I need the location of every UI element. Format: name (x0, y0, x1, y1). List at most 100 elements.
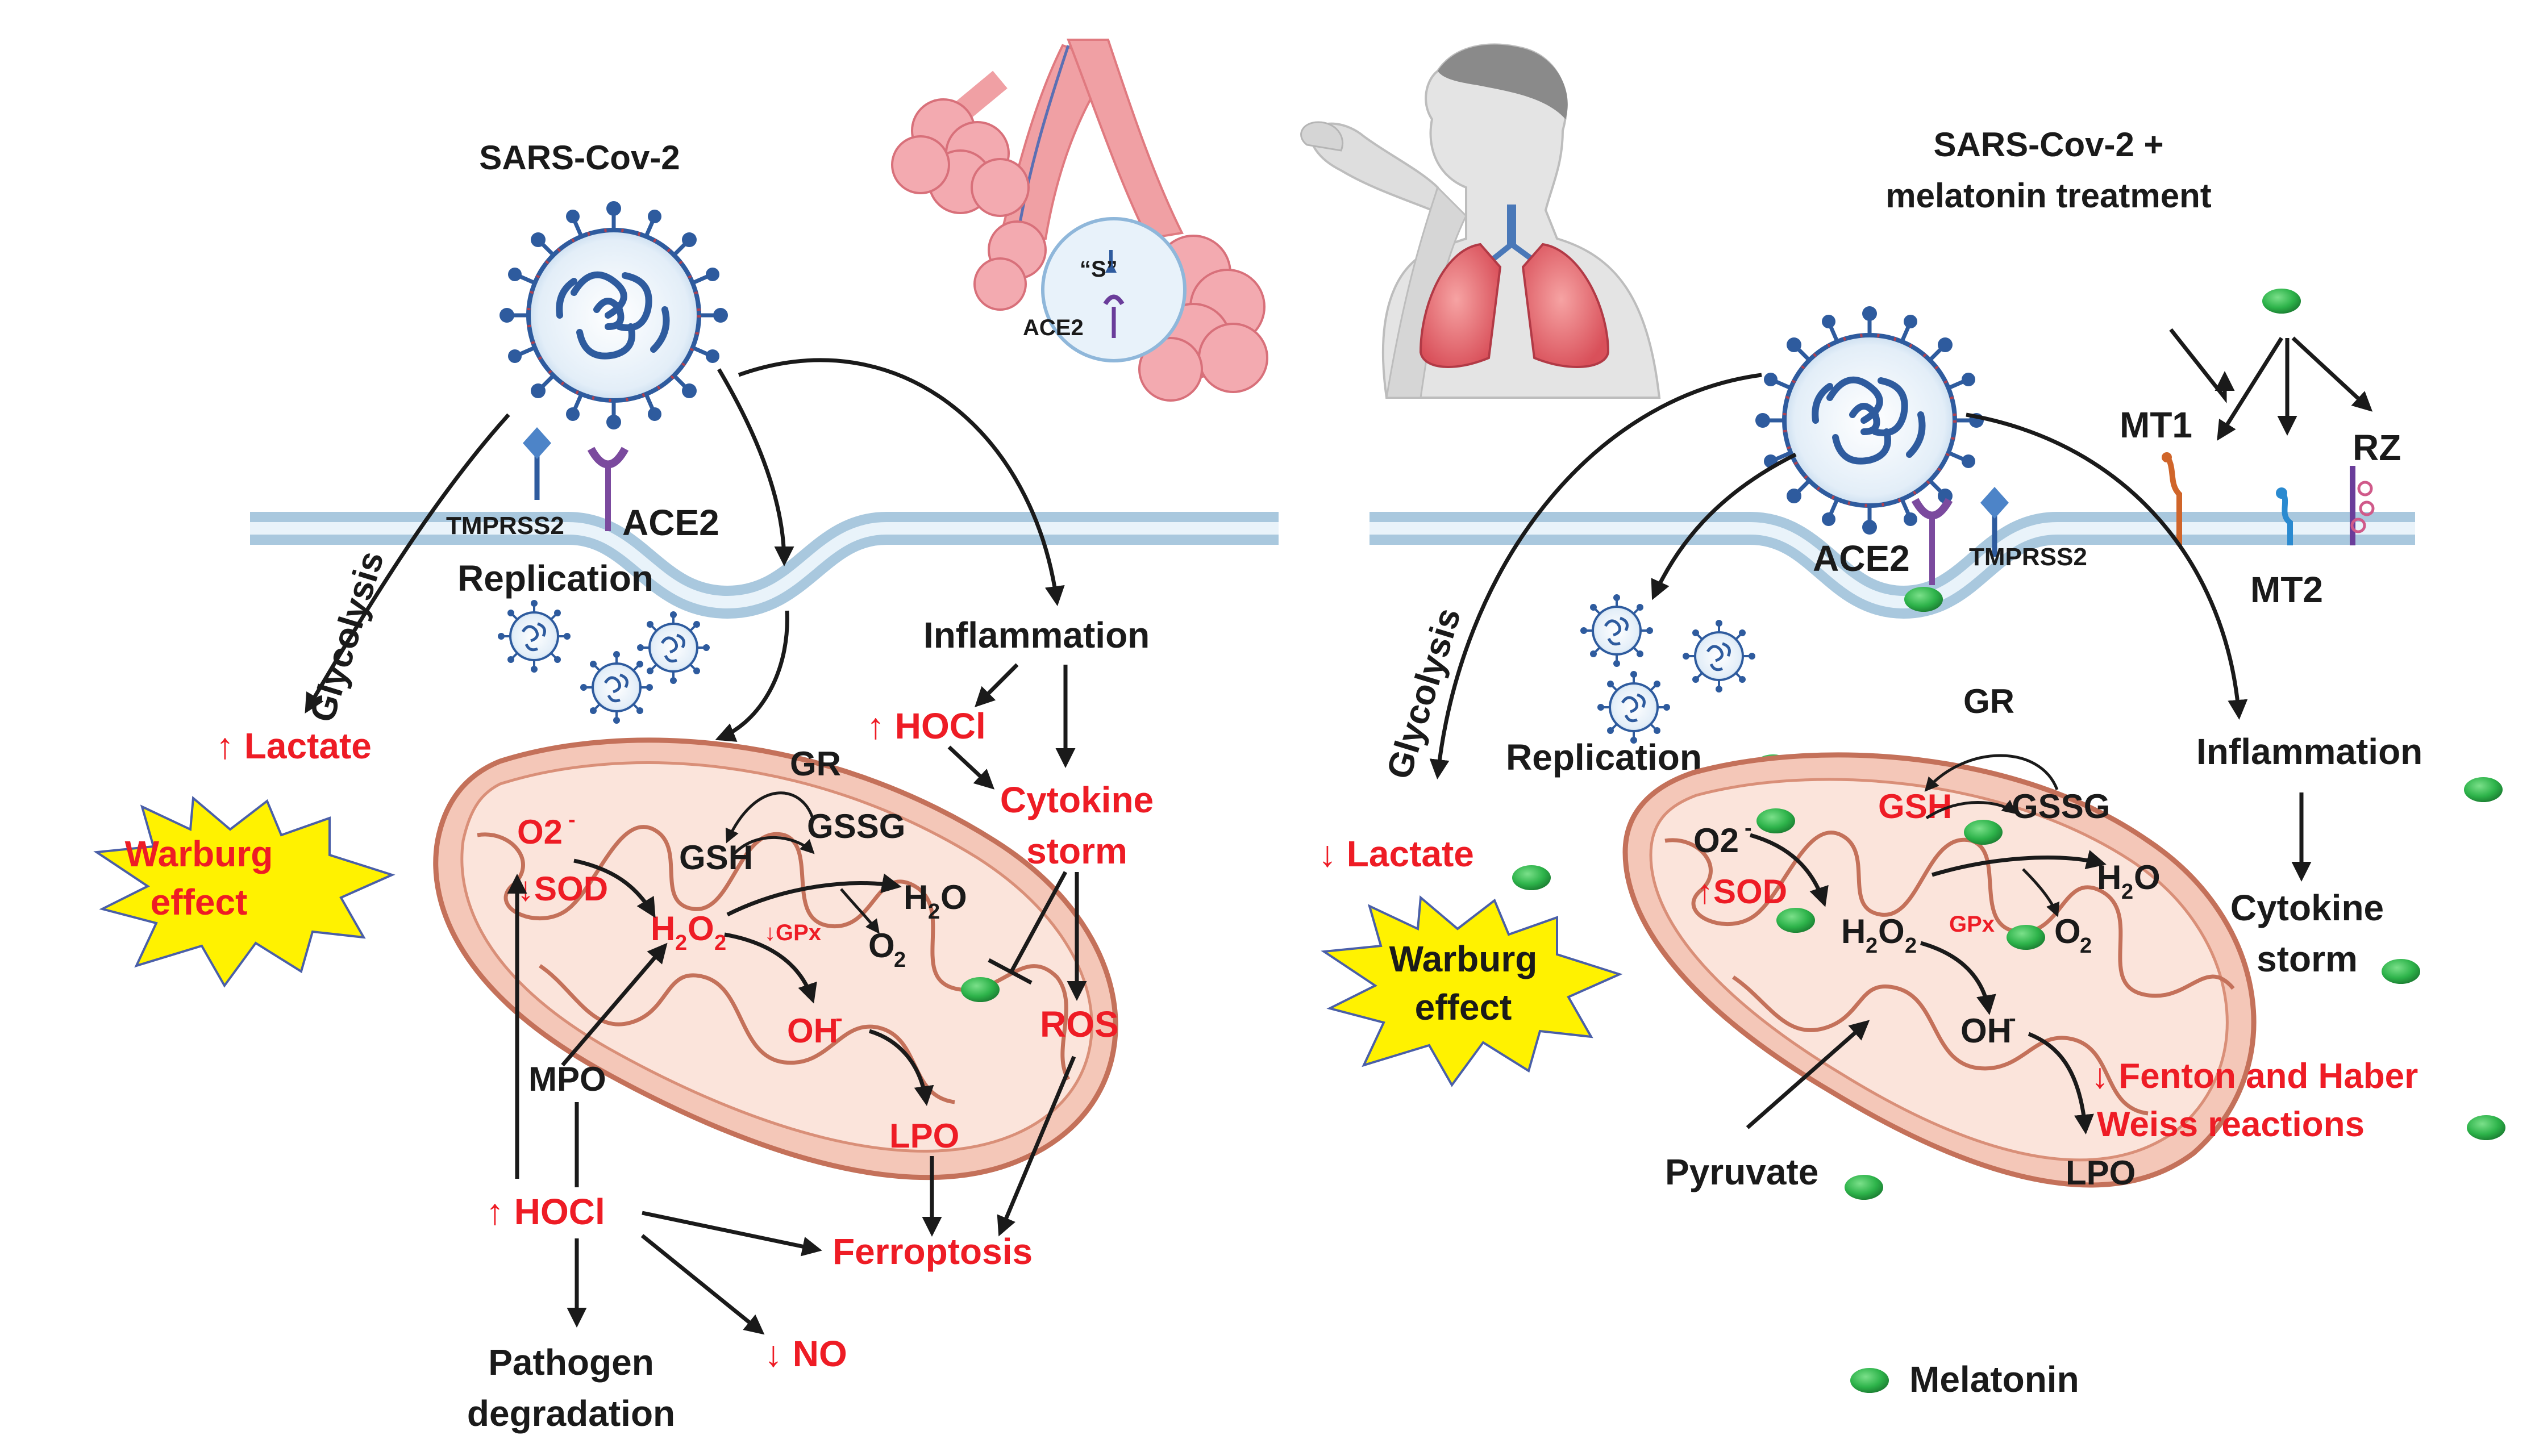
left-progeny-virus-2 (637, 611, 710, 684)
left-arrows (305, 358, 1087, 1335)
left-cytokine-label-2: storm (1026, 831, 1127, 871)
right-melatonin-lactate (1512, 865, 1551, 890)
right-melatonin-inflammation (2464, 777, 2503, 802)
right-gpx-label: GPx (1949, 912, 1995, 937)
right-melatonin-top (2262, 289, 2301, 314)
left-sod-label: ↓SOD (517, 870, 608, 908)
svg-text:2: 2 (2080, 934, 2092, 958)
right-ace2-receptor (1911, 498, 1953, 585)
right-melatonin-cytokine (2382, 959, 2420, 984)
right-gssg-label: GSSG (2012, 787, 2110, 825)
arrow-pyruvate-to-mitochondria (1746, 1020, 1870, 1129)
mt1-label: MT1 (2120, 404, 2192, 445)
left-warburg-text-1: Warburg (125, 833, 273, 874)
svg-text:2: 2 (928, 900, 940, 924)
svg-text:-: - (835, 1007, 843, 1031)
svg-text:OH: OH (787, 1012, 838, 1050)
person-illustration (1300, 43, 1661, 399)
svg-text:2: 2 (1866, 934, 1878, 958)
right-h2o-label: H 2 O (2097, 858, 2161, 904)
legend-melatonin-label: Melatonin (1909, 1359, 2079, 1400)
line-melatonin-split (2169, 328, 2235, 404)
right-fenton-label-1: ↓ Fenton and Haber (2091, 1057, 2418, 1096)
left-warburg-text-2: effect (151, 882, 248, 923)
legend-melatonin-icon (1850, 1368, 1889, 1393)
left-cytokine-label-1: Cytokine (1000, 779, 1154, 820)
left-h2o2-label: H 2 O 2 (651, 910, 726, 955)
right-tmprss2-label: TMPRSS2 (1969, 543, 2087, 571)
svg-text:-: - (1745, 816, 1752, 840)
left-lactate-label: ↑ Lactate (216, 725, 372, 766)
spike-label: “S” (1080, 257, 1118, 282)
mt2-label: MT2 (2250, 569, 2323, 610)
svg-text:OH: OH (1960, 1012, 2012, 1050)
svg-text:2: 2 (2121, 880, 2133, 904)
right-glycolysis-label: Glycolysis (1379, 603, 1468, 783)
arrow-oh-to-lpo (868, 1029, 934, 1106)
right-tmprss2-receptor (1980, 487, 2009, 557)
left-h2o-label: H 2 O (904, 878, 967, 924)
svg-text:O: O (940, 878, 967, 916)
left-progeny-virus-1 (498, 600, 571, 673)
arrow-h2o2-to-oh (724, 932, 817, 1004)
svg-text:H: H (651, 910, 675, 948)
arrow-virus-to-inflammation-right (1966, 412, 2248, 720)
right-title-1: SARS-Cov-2 + (1933, 126, 2163, 164)
left-mitochondrion (433, 737, 1118, 1180)
arrow-o2-to-h2o2 (573, 858, 656, 919)
left-lpo-label: LPO (889, 1117, 959, 1155)
arrow-h2o2-to-h2o (726, 873, 902, 917)
arrow-virus-to-lactate-right (1429, 373, 1762, 779)
right-o2-label: O 2 (2054, 912, 2092, 958)
alveolus (1041, 217, 1187, 362)
arrow-inflammation-to-hocl (975, 663, 1019, 707)
svg-text:O: O (688, 910, 714, 948)
right-melatonin-sod (1776, 908, 1815, 933)
arrow-replication-to-mitochondria (715, 610, 789, 742)
left-gssg-label: GSSG (807, 807, 905, 845)
left-gpx-label: ↓GPx (764, 920, 821, 945)
right-gsh-label: GSH (1878, 787, 1952, 825)
arrow-gsh-to-gssg-right (1925, 799, 2017, 820)
svg-text:2: 2 (894, 948, 906, 972)
svg-text:O: O (2134, 858, 2161, 896)
svg-text:H: H (1841, 912, 1866, 950)
left-tmprss2-label: TMPRSS2 (446, 512, 564, 540)
right-lpo-label: LPO (2066, 1154, 2136, 1192)
right-pyruvate-label: Pyruvate (1665, 1152, 1818, 1192)
left-no-label: ↓ NO (764, 1333, 847, 1374)
left-hocl-bottom-label: ↑ HOCl (486, 1191, 605, 1232)
arrow-hocl-to-cytokine (947, 745, 995, 790)
lung-illustration: “S” ACE2 (891, 39, 1268, 402)
left-virus-particle (499, 201, 728, 429)
left-warburg-burst: Warburg effect (93, 795, 396, 988)
arrow-hocl-to-ferroptosis (642, 1211, 822, 1257)
left-superoxide-label: O2 - (517, 808, 576, 851)
right-melatonin-gpx (2007, 925, 2045, 950)
left-ace2-receptor (587, 447, 629, 531)
right-melatonin-ace2 (1904, 587, 1943, 612)
left-pathogen-label-1: Pathogen (488, 1342, 654, 1383)
left-hocl-top-label: ↑ HOCl (867, 706, 986, 746)
right-title-2: melatonin treatment (1885, 177, 2211, 215)
arrow-to-o2 (840, 888, 880, 934)
left-ros-label: ROS (1040, 1004, 1119, 1045)
svg-text:2: 2 (1905, 934, 1917, 958)
svg-text:O: O (1878, 912, 1905, 950)
left-cell-membrane (250, 512, 1279, 619)
arrow-gssg-to-gsh-right (1924, 754, 2059, 792)
arrow-h2o2-to-h2o-right (1931, 850, 2107, 877)
arrow-melatonin-to-rz (2291, 336, 2373, 412)
right-melatonin-fenton (2467, 1115, 2505, 1140)
arrow-virus-to-replication-right (1651, 452, 1797, 600)
right-cytokine-label-1: Cytokine (2230, 887, 2384, 928)
right-lactate-label: ↓ Lactate (1318, 833, 1474, 874)
arrow-to-o2-right (2022, 868, 2060, 917)
svg-text:O2: O2 (517, 813, 563, 851)
left-mpo-label: MPO (528, 1060, 606, 1098)
rz-receptor (2350, 466, 2375, 545)
right-cell-membrane (1370, 512, 2415, 619)
right-warburg-text-1: Warburg (1389, 938, 1538, 979)
left-tmprss2-receptor (523, 427, 551, 500)
svg-text:-: - (2009, 1007, 2016, 1031)
